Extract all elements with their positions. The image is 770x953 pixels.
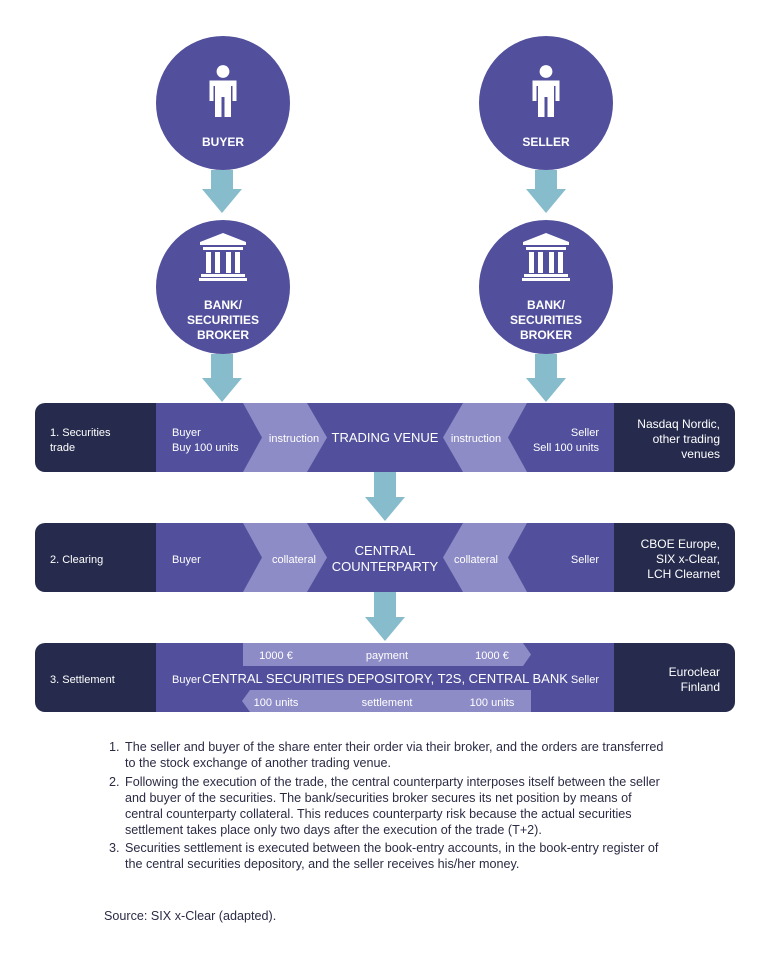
buyer-order-text: Buy 100 units — [172, 442, 239, 454]
arrow-down-icon — [202, 170, 242, 213]
stage-label: 3. Settlement — [50, 674, 115, 686]
seller-label: Seller — [571, 674, 599, 686]
flow-arrows — [202, 170, 566, 641]
securities-trade-flow-diagram: BUYER SELLER BANK/ SECURITIES BROKER BAN… — [35, 36, 735, 712]
csd-label: CENTRAL SECURITIES DEPOSITORY, T2S, CENT… — [202, 671, 568, 686]
payment-amount: 1000 € — [475, 650, 509, 662]
source-note: Source: SIX x-Clear (adapted). — [104, 909, 277, 923]
bank-label-line: BROKER — [520, 328, 572, 342]
buyer-label: Buyer — [172, 554, 201, 566]
seller-label: SELLER — [522, 135, 570, 149]
instruction-arrow-right — [443, 403, 527, 472]
instruction-label: instruction — [269, 433, 319, 445]
bank-label-line: SECURITIES — [187, 313, 259, 327]
seller-label: Seller — [571, 554, 599, 566]
buyer-order-text: Buyer — [172, 427, 201, 439]
stage-label: 2. Clearing — [50, 554, 103, 566]
buyer-label: BUYER — [202, 135, 244, 149]
payment-amount: 1000 € — [259, 650, 293, 662]
seller-node: SELLER — [479, 36, 613, 170]
footnote-item: Securities settlement is executed betwee… — [123, 841, 664, 873]
collateral-arrow-right — [443, 523, 527, 592]
venue-name: SIX x-Clear, — [656, 552, 720, 566]
footnote-item: The seller and buyer of the share enter … — [123, 740, 664, 772]
footnotes: The seller and buyer of the share enter … — [104, 740, 664, 876]
buyer-node: BUYER — [156, 36, 290, 170]
settlement-label: settlement — [362, 697, 413, 709]
seller-order-text: Sell 100 units — [533, 442, 600, 454]
payment-arrow — [243, 643, 531, 666]
seller-order-text: Seller — [571, 427, 599, 439]
collateral-label: collateral — [454, 554, 498, 566]
bank-label-line: BANK/ — [527, 298, 566, 312]
venue-name: LCH Clearnet — [647, 567, 720, 581]
buyer-label: Buyer — [172, 674, 201, 686]
venue-name: venues — [681, 447, 720, 461]
stage-label: trade — [50, 442, 75, 454]
arrow-down-icon — [202, 354, 242, 402]
buyer-bank-node: BANK/ SECURITIES BROKER — [156, 220, 290, 354]
bank-label-line: BROKER — [197, 328, 249, 342]
arrow-down-icon — [365, 472, 405, 521]
payment-label: payment — [366, 650, 408, 662]
settlement-units: 100 units — [254, 697, 299, 709]
collateral-label: collateral — [272, 554, 316, 566]
instruction-arrow-left — [243, 403, 327, 472]
venue-name: Euroclear — [669, 665, 720, 679]
stage-label: 1. Securities — [50, 427, 111, 439]
settlement-units: 100 units — [470, 697, 515, 709]
instruction-label: instruction — [451, 433, 501, 445]
venue-name: other trading — [653, 432, 720, 446]
bank-label-line: BANK/ — [204, 298, 243, 312]
seller-bank-node: BANK/ SECURITIES BROKER — [479, 220, 613, 354]
trading-venue-label: TRADING VENUE — [332, 430, 439, 445]
venue-name: Finland — [681, 680, 720, 694]
row-clearing: 2. Clearing Buyer collateral CENTRAL COU… — [35, 523, 735, 592]
footnote-item: Following the execution of the trade, th… — [123, 775, 664, 839]
venue-name: Nasdaq Nordic, — [637, 417, 720, 431]
arrow-down-icon — [526, 354, 566, 402]
bank-label-line: SECURITIES — [510, 313, 582, 327]
footnote-list: The seller and buyer of the share enter … — [104, 740, 664, 873]
central-counterparty-label: CENTRAL — [355, 543, 416, 558]
arrow-down-icon — [526, 170, 566, 213]
row-settlement: 3. Settlement 1000 € payment 1000 € Buye… — [35, 643, 735, 712]
venue-name: CBOE Europe, — [641, 537, 720, 551]
settlement-arrow — [242, 690, 531, 712]
row-securities-trade: 1. Securities trade Buyer Buy 100 units … — [35, 403, 735, 472]
central-counterparty-label: COUNTERPARTY — [332, 559, 439, 574]
arrow-down-icon — [365, 592, 405, 641]
collateral-arrow-left — [243, 523, 327, 592]
